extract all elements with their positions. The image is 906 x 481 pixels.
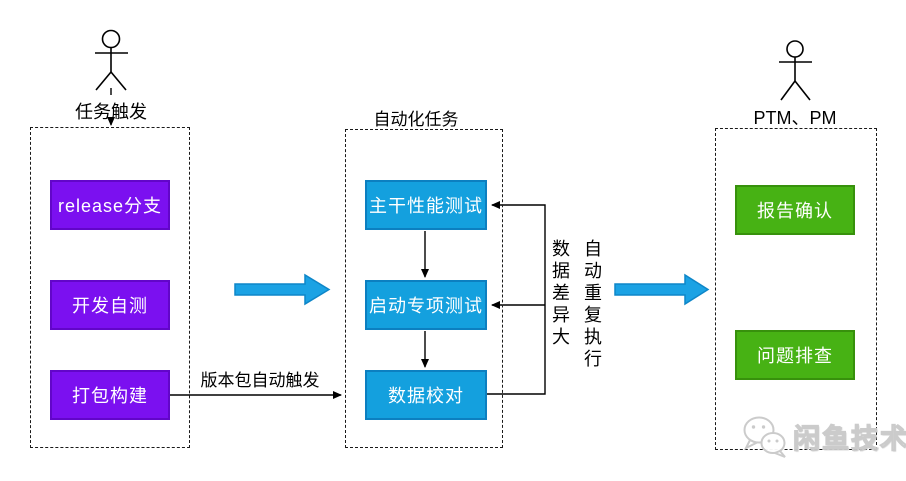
group-automation-tasks (345, 129, 503, 448)
person-icon (95, 29, 128, 91)
node-release-branch: release分支 (50, 180, 170, 230)
stage-arrow-left-to-middle (234, 273, 331, 306)
watermark-text: 闲鱼技术 (792, 423, 906, 454)
feedback-loop-line (487, 201, 546, 395)
node-package-build: 打包构建 (50, 370, 170, 420)
actor-left-label: 任务触发 (75, 102, 147, 122)
data-diff-label: 数据差异大 (550, 239, 570, 349)
group-manual-trigger (30, 127, 190, 448)
middle-group-title: 自动化任务 (373, 110, 459, 129)
node-trunk-perf-test: 主干性能测试 (365, 180, 487, 230)
node-launch-special-test: 启动专项测试 (365, 280, 487, 330)
person-icon (779, 40, 812, 101)
watermark: 闲鱼技术 (740, 413, 906, 459)
package-trigger-label: 版本包自动触发 (200, 371, 320, 390)
node-data-check: 数据校对 (365, 370, 487, 420)
node-dev-selftest: 开发自测 (50, 280, 170, 330)
group-review (715, 128, 877, 450)
chat-bubbles-icon (743, 416, 786, 458)
actor-right-label: PTM、PM (753, 108, 837, 128)
stage-arrow-middle-to-right (614, 273, 710, 306)
node-report-confirm: 报告确认 (735, 185, 855, 235)
node-issue-triage: 问题排查 (735, 330, 855, 380)
auto-repeat-label: 自动重复执行 (582, 239, 602, 371)
